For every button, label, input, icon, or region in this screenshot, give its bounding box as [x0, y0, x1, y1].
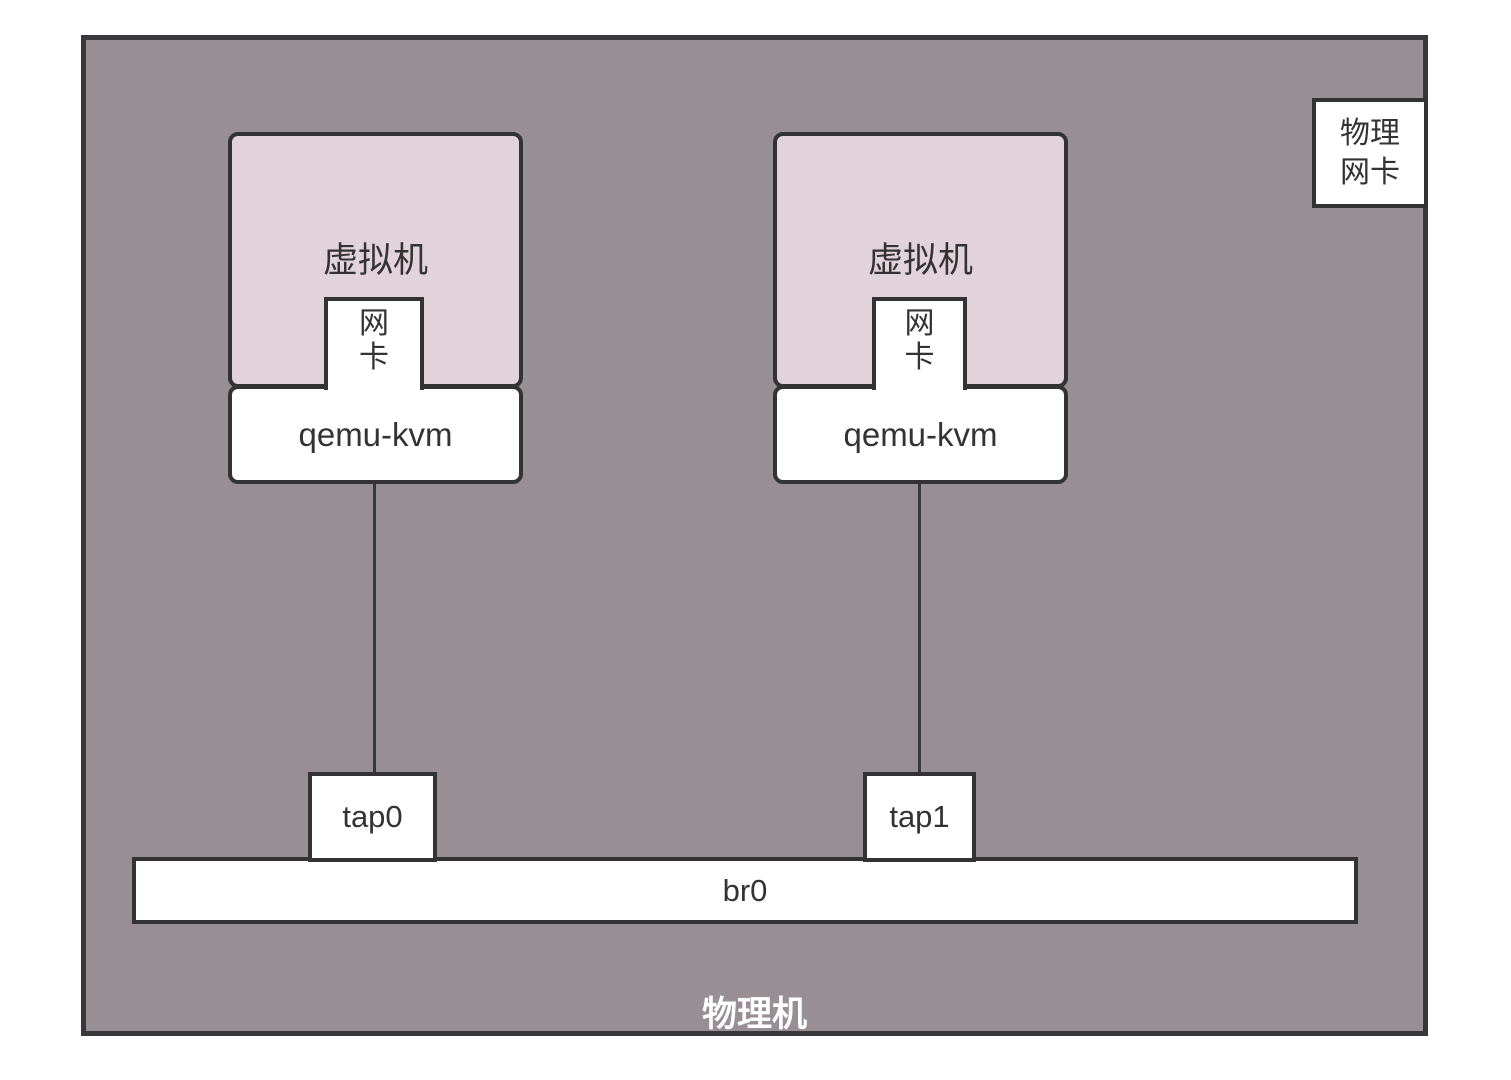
tap0-box: tap0 [308, 772, 437, 862]
vm2-nic-label-line1: 网 [904, 307, 935, 340]
vm1-qemu-kvm-label: qemu-kvm [298, 415, 453, 453]
vm2-qemu-kvm-label: qemu-kvm [843, 415, 998, 453]
physical-nic-label-line1: 物理 [1340, 117, 1400, 150]
bridge-label: br0 [722, 872, 768, 908]
physical-nic-box: 物理 网卡 [1312, 98, 1428, 208]
vm2-label: 虚拟机 [867, 241, 973, 280]
bridge-br0-bar: br0 [132, 857, 1358, 924]
connector-qemu2-to-tap1 [918, 480, 921, 775]
tap1-box: tap1 [863, 772, 976, 862]
physical-nic-label-line2: 网卡 [1340, 156, 1400, 189]
vm2-nic-box: 网 卡 [872, 297, 967, 390]
vm1-nic-label-line2: 卡 [359, 341, 389, 374]
vm2-qemu-kvm-box: qemu-kvm [773, 385, 1068, 484]
connector-qemu1-to-tap0 [373, 480, 376, 775]
vm1-label: 虚拟机 [322, 241, 428, 280]
vm1-nic-label-line1: 网 [359, 307, 389, 340]
vm1-nic-box: 网 卡 [324, 297, 424, 390]
vm1-qemu-kvm-box: qemu-kvm [228, 385, 523, 484]
tap0-label: tap0 [342, 799, 403, 834]
vm2-nic-label-line2: 卡 [904, 341, 935, 374]
physical-host-label: 物理机 [701, 995, 807, 1034]
tap1-label: tap1 [889, 799, 950, 834]
